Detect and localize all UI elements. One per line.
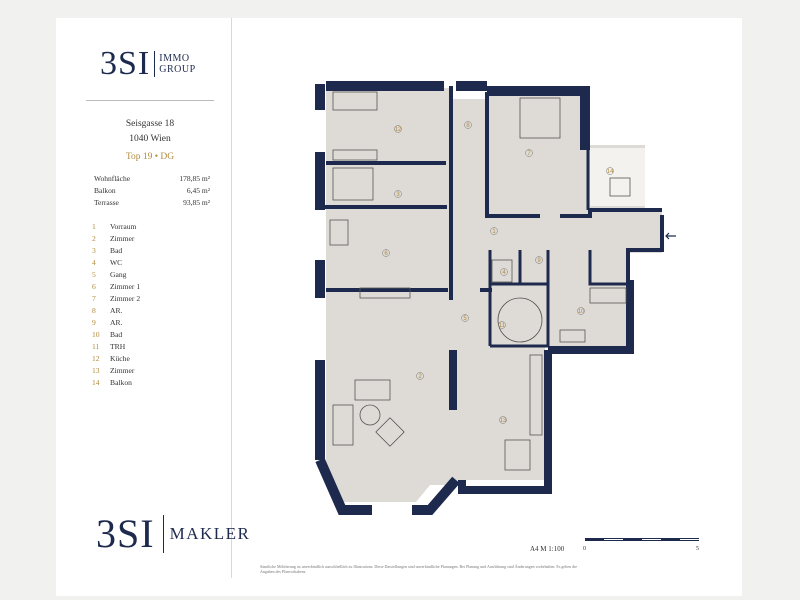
room-label: 5 [463,316,467,322]
room-labels: 12 8 7 3 4 1 9 14 6 5 11 10 2 13 [382,121,614,424]
logo-top: 3SI IMMO GROUP [100,45,196,83]
scale-label: A4 M 1:100 [530,545,565,553]
logo-mark: 3SI [100,45,151,82]
walls [315,81,664,515]
room-label: 10 [578,309,585,315]
entrance-arrow-icon [665,232,676,240]
room-label: 3 [396,192,400,198]
header-rule [86,100,214,101]
room-label: 12 [395,127,402,133]
room-label: 14 [607,169,614,175]
scale-start: 0 [583,546,586,552]
room-label: 7 [527,151,531,157]
disclaimer: Sämtliche Möblierung ist unverbindlich a… [260,564,578,574]
room-label: 2 [418,374,422,380]
scale-end: 5 [696,546,699,552]
logo-line-2: GROUP [159,64,196,75]
logo-bottom-word: MAKLER [169,523,251,543]
room-label: 4 [502,270,506,276]
room-label: 8 [466,123,470,129]
scale-bar [585,538,699,541]
furniture [329,91,631,471]
address-street: Seisgasse 18 [125,119,175,129]
room-label: 6 [384,251,388,257]
column-divider [231,18,232,578]
logo-line-1: IMMO [159,53,190,64]
logo-bottom: 3SI MAKLER [96,510,250,557]
room-label: 9 [537,258,541,264]
room-label: 13 [500,418,507,424]
floor-fill [326,88,662,502]
room-label: 1 [492,229,496,235]
logo-bottom-mark: 3SI [96,511,155,556]
address-city: 1040 Wien [129,134,171,144]
room-label: 11 [499,323,506,329]
unit-label: Top 19 • DG [125,152,175,162]
